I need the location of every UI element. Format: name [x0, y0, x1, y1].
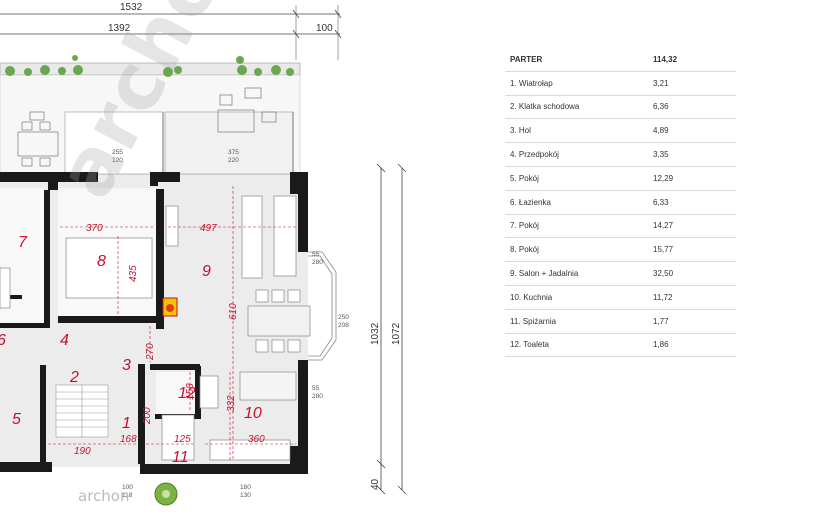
dim-room-9-width: 497 [200, 223, 217, 234]
dim-stairs-width: 190 [74, 446, 91, 457]
window-label-top: 180 [240, 484, 251, 491]
window-label-bottom: 130 [240, 492, 251, 499]
room-area: 6,33 [648, 190, 736, 215]
room-area: 14,27 [648, 214, 736, 239]
room-area: 12,29 [648, 166, 736, 191]
terrace [0, 62, 301, 176]
table-header-row: PARTER 114,32 [505, 48, 736, 72]
tree-icon-inner [162, 490, 170, 498]
room-area: 11,72 [648, 285, 736, 310]
window-label-top: 55 [312, 251, 320, 258]
dim-height-inner: 1032 [370, 322, 381, 345]
room-number-12: 12 [178, 385, 196, 402]
room-12-floor [156, 372, 200, 415]
dim-height-outer: 1072 [391, 322, 402, 345]
window-label-bottom: 118 [122, 492, 133, 499]
stairs [55, 384, 109, 438]
room-number-6: 6 [0, 332, 6, 349]
room-name: 1. Wiatrołap [505, 71, 648, 96]
walls [0, 172, 308, 474]
dim-hall-depth: 270 [145, 343, 156, 361]
dim-kitchen-depth: 332 [226, 395, 237, 412]
dim-room-9-depth: 610 [228, 303, 239, 320]
window-label-top: 375 [228, 149, 239, 156]
room-name: 7. Pokój [505, 214, 648, 239]
fire-icon [166, 304, 174, 312]
room-area: 1,86 [648, 333, 736, 358]
dim-inner-width: 1392 [108, 23, 131, 34]
window-label-top: 55 [312, 385, 320, 392]
plants-row [5, 55, 294, 77]
dim-vestibule-width: 168 [120, 434, 137, 445]
room-area: 1,77 [648, 309, 736, 334]
window-label-top: 100 [122, 484, 133, 491]
room-number-2: 2 [69, 369, 79, 386]
window-label-top: 255 [112, 149, 123, 156]
room-area: 32,50 [648, 261, 736, 286]
room-number-9: 9 [202, 263, 211, 280]
furniture [0, 195, 311, 461]
logo: archon [78, 487, 130, 505]
room-number-5: 5 [12, 411, 21, 428]
dim-kitchen-width: 360 [248, 434, 265, 445]
window-label-bottom: 208 [338, 322, 349, 329]
room-number-8: 8 [97, 253, 106, 270]
room-dimension-lines [48, 186, 296, 460]
dimension-lines-top [0, 5, 342, 60]
room-number-3: 3 [122, 357, 131, 374]
window-label-top: 250 [338, 314, 349, 321]
dim-overall-width: 1532 [120, 2, 143, 13]
room-name: 11. Spiżarnia [505, 309, 648, 334]
room-name: 2. Klatka schodowa [505, 95, 648, 120]
dim-bottom-offset: 40 [370, 478, 381, 490]
room-number-11: 11 [172, 449, 189, 466]
room-number-4: 4 [60, 332, 69, 349]
dim-vestibule-depth: 200 [142, 407, 153, 425]
window-label-bottom: 280 [312, 393, 323, 400]
dim-pantry-width: 125 [174, 434, 191, 445]
room-area: 6,36 [648, 95, 736, 120]
room-name: 10. Kuchnia [505, 285, 648, 310]
dim-right-offset: 100 [316, 23, 333, 34]
room-number-10: 10 [244, 405, 262, 422]
window-label-bottom: 220 [228, 157, 239, 164]
bay-window [308, 251, 337, 361]
room-name: 4. Przedpokój [505, 142, 648, 167]
room-area: 3,21 [648, 71, 736, 96]
dim-toilet-depth: 158 [185, 383, 196, 400]
dim-room-8-width: 370 [86, 223, 103, 234]
dim-room-8-depth: 435 [128, 265, 139, 282]
floor-total-area: 114,32 [648, 48, 736, 72]
outdoor-furniture [17, 87, 277, 167]
room-area: 15,77 [648, 237, 736, 263]
window-label-bottom: 120 [112, 157, 123, 164]
floor-plan: 1532 1392 100 255 120 375 220 [0, 2, 407, 506]
window-label-bottom: 280 [312, 259, 323, 266]
floor-name: PARTER [505, 48, 648, 72]
room-area: 3,35 [648, 142, 736, 167]
room-number-1: 1 [122, 415, 131, 432]
room-name: 6. Łazienka [505, 190, 648, 215]
room-name: 5. Pokój [505, 166, 648, 191]
room-name: 3. Hol [505, 118, 648, 144]
room-name: 9. Salon + Jadalnia [505, 261, 648, 286]
room-name: 8. Pokój [505, 237, 648, 263]
room-number-7: 7 [18, 234, 28, 251]
room-name: 12. Toaleta [505, 333, 648, 358]
dimension-lines-right [376, 163, 407, 495]
room-area: 4,89 [648, 118, 736, 144]
